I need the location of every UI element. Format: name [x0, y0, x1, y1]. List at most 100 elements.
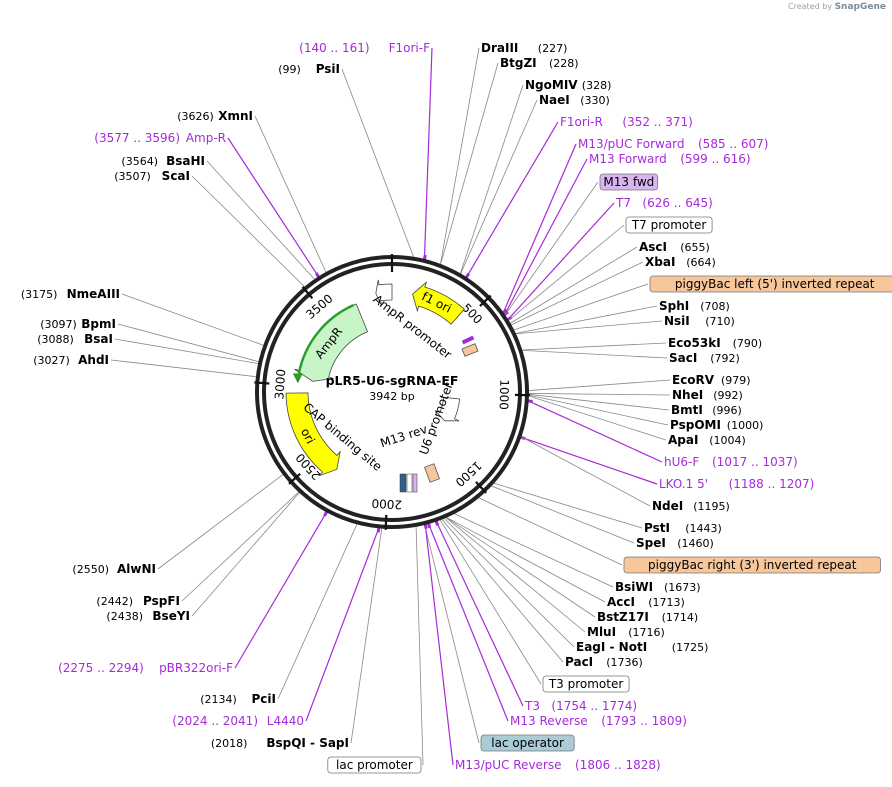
- map-label-m13-puc-reverse: M13/pUC Reverse(1806 .. 1828): [455, 758, 661, 772]
- snapgene-brand: Created by SnapGene: [788, 2, 886, 12]
- enzyme-position: (2442): [96, 595, 133, 608]
- plasmid-name: pLR5-U6-sgRNA-EF: [326, 373, 459, 388]
- leader-hu6-f: [528, 400, 663, 463]
- map-label-sphi: SphI(708): [659, 299, 730, 313]
- leader-pspomi: [528, 394, 669, 426]
- small-features: [399, 335, 479, 493]
- map-label-nsii: NsiI(710): [664, 314, 735, 328]
- enzyme-name: PstI: [644, 521, 670, 535]
- enzyme-name: NgoMIV: [525, 78, 578, 92]
- primer-range: (1188 .. 1207): [729, 477, 815, 491]
- enzyme-name: DraIII: [481, 41, 518, 55]
- leader-f1ori-f: [423, 47, 433, 259]
- leader-m13-puc-reverse: [424, 524, 454, 766]
- primer-name: L4440: [267, 714, 304, 728]
- leader-ndei: [521, 436, 651, 507]
- ring-tick-label-1000: 1000: [497, 379, 512, 410]
- enzyme-name: BpmI: [81, 317, 116, 331]
- primer-name: T7: [615, 196, 631, 210]
- enzyme-position: (3564): [121, 155, 158, 168]
- primer-range: (140 .. 161): [299, 41, 369, 55]
- leader-m13-forward: [504, 158, 588, 315]
- map-label-xbai: XbaI(664): [645, 255, 716, 269]
- map-label-paci: PacI(1736): [565, 655, 643, 669]
- enzyme-position: (992): [713, 389, 743, 402]
- enzyme-name: AhdI: [78, 353, 109, 367]
- enzyme-position: (1714): [662, 611, 699, 624]
- ampr-cds-arrowhead: [292, 373, 303, 384]
- lac-operator-mark: [399, 473, 407, 493]
- ring-tick-2500: [288, 472, 301, 485]
- feature-box: [480, 734, 575, 752]
- map-label-bsahi: BsaHI (3564): [121, 154, 205, 168]
- map-label-lac-promoter: lac promoter: [327, 756, 422, 774]
- enzyme-name: PciI: [252, 692, 277, 706]
- map-label-t7-promoter: T7 promoter: [625, 216, 713, 234]
- enzyme-name: MluI: [587, 625, 616, 639]
- feature-name: T3 promoter: [548, 677, 624, 691]
- map-label-nmeaiii: NmeAIII(3175): [21, 287, 120, 301]
- enzyme-name: NmeAIII: [67, 287, 120, 301]
- primer-name: Amp-R: [186, 131, 226, 145]
- feature-name: T7 promoter: [631, 218, 707, 232]
- ampr-cds-line: [297, 304, 354, 374]
- primer-range: (352 .. 371): [622, 115, 692, 129]
- feature-u6-promoter: [434, 396, 461, 422]
- enzyme-name: AscI: [639, 240, 667, 254]
- enzyme-name: BsaHI: [166, 154, 205, 168]
- leader-xbai: [511, 261, 644, 326]
- leader-bsiwi: [454, 513, 614, 588]
- leader-pcii: [277, 524, 358, 700]
- leader-m13-puc-forward: [502, 143, 577, 313]
- leader-ahdi: [110, 359, 256, 378]
- enzyme-position: (1443): [685, 522, 722, 535]
- enzyme-position: (3027): [33, 354, 70, 367]
- leader-acci: [446, 517, 606, 603]
- map-label-bseyi: BseYI(2438): [106, 609, 190, 623]
- map-label-bspqi-sapi: BspQI - SapI(2018): [211, 736, 349, 750]
- leader-alwni: [157, 474, 284, 570]
- enzyme-position: (1460): [677, 537, 714, 550]
- enzyme-position: (2438): [106, 610, 143, 623]
- leader-bsai: [114, 338, 259, 364]
- ring-tick-label-2000: 2000: [371, 496, 402, 511]
- leader-xmni: [254, 115, 327, 273]
- map-label-btgzi: BtgZI(228): [500, 56, 579, 70]
- enzyme-position: (664): [686, 256, 716, 269]
- label-leader-lines: [110, 47, 671, 766]
- map-label-m13-puc-forward: M13/pUC Forward(585 .. 607): [578, 137, 768, 151]
- enzyme-position: (1716): [628, 626, 665, 639]
- primer-range: (599 .. 616): [680, 152, 750, 166]
- map-label-m13-forward: M13 Forward(599 .. 616): [589, 152, 751, 166]
- enzyme-name: ApaI: [668, 433, 698, 447]
- enzyme-name: NaeI: [539, 93, 570, 107]
- map-label-ecorv: EcoRV(979): [672, 373, 751, 387]
- enzyme-position: (99): [278, 63, 301, 76]
- enzyme-position: (3097): [40, 318, 77, 331]
- enzyme-name: NsiI: [664, 314, 690, 328]
- leader-f1ori-r: [466, 121, 559, 278]
- primer-name: F1ori-F: [389, 41, 430, 55]
- enzyme-position: (3626): [177, 110, 214, 123]
- leader-m13-fwd: [504, 181, 599, 316]
- leader-sphi: [515, 305, 658, 334]
- primer-name: pBR322ori-F: [159, 661, 233, 675]
- primer-name: T3: [524, 699, 540, 713]
- primer-name: LKO.1 5': [659, 477, 708, 491]
- map-label-f1ori-r: F1ori-R(352 .. 371): [560, 115, 693, 129]
- leader-bstz17i: [446, 517, 596, 618]
- map-label-saci: SacI(792): [669, 351, 740, 365]
- enzyme-position: (1004): [709, 434, 746, 447]
- enzyme-name: BstZ17I: [597, 610, 649, 624]
- leader-eco53ki: [522, 342, 667, 351]
- leader-t7-promoter: [508, 224, 625, 321]
- enzyme-name: EagI - NotI: [576, 640, 647, 654]
- feature-name: piggyBac right (3') inverted repeat: [648, 558, 857, 572]
- leader-psti: [494, 482, 643, 529]
- map-label-spei: SpeI(1460): [636, 536, 714, 550]
- map-label-t7: T7(626 .. 645): [615, 196, 713, 210]
- feature-ori: [285, 392, 341, 477]
- primer-range: (585 .. 607): [698, 137, 768, 151]
- feature-f1-ori: [412, 281, 465, 325]
- leader-piggybac-left-5-inverted-repeat: [513, 283, 649, 331]
